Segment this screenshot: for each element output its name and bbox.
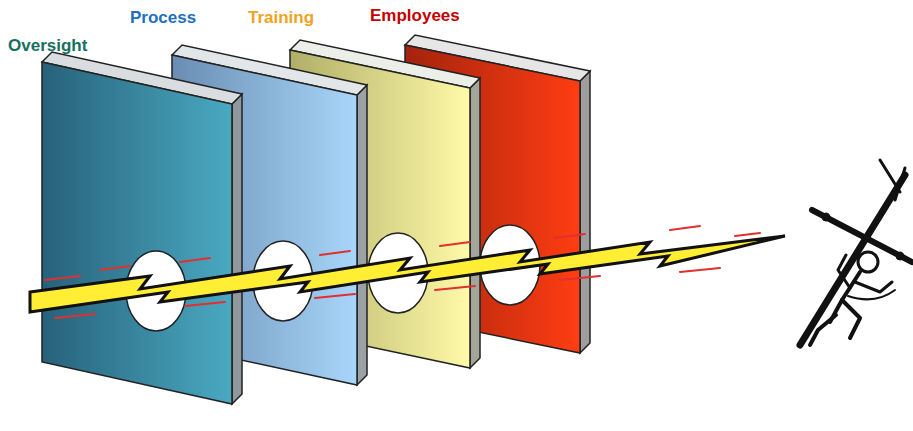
- slab-hole: [480, 225, 540, 305]
- defense-layer: Oversight: [42, 50, 244, 406]
- layer-label: Process: [130, 8, 196, 28]
- slab-side: [580, 71, 590, 353]
- slab-face: [405, 45, 580, 353]
- slab-shape: [42, 50, 244, 406]
- layer-label: Employees: [370, 6, 460, 26]
- lineman-on-pole: [800, 160, 912, 345]
- slab-hole: [368, 233, 428, 313]
- motion-lines: [45, 226, 760, 318]
- slab-side: [357, 85, 367, 385]
- layer-label: Training: [248, 8, 314, 28]
- slab-face: [42, 62, 232, 404]
- slab-hole: [253, 241, 313, 321]
- layer-label: Oversight: [8, 36, 87, 56]
- slab-face: [290, 50, 470, 368]
- slab-hole: [126, 251, 186, 331]
- slab-face: [172, 55, 357, 385]
- slab-side: [470, 78, 480, 368]
- lightning-bolt: [30, 236, 785, 312]
- slab-side: [232, 94, 242, 404]
